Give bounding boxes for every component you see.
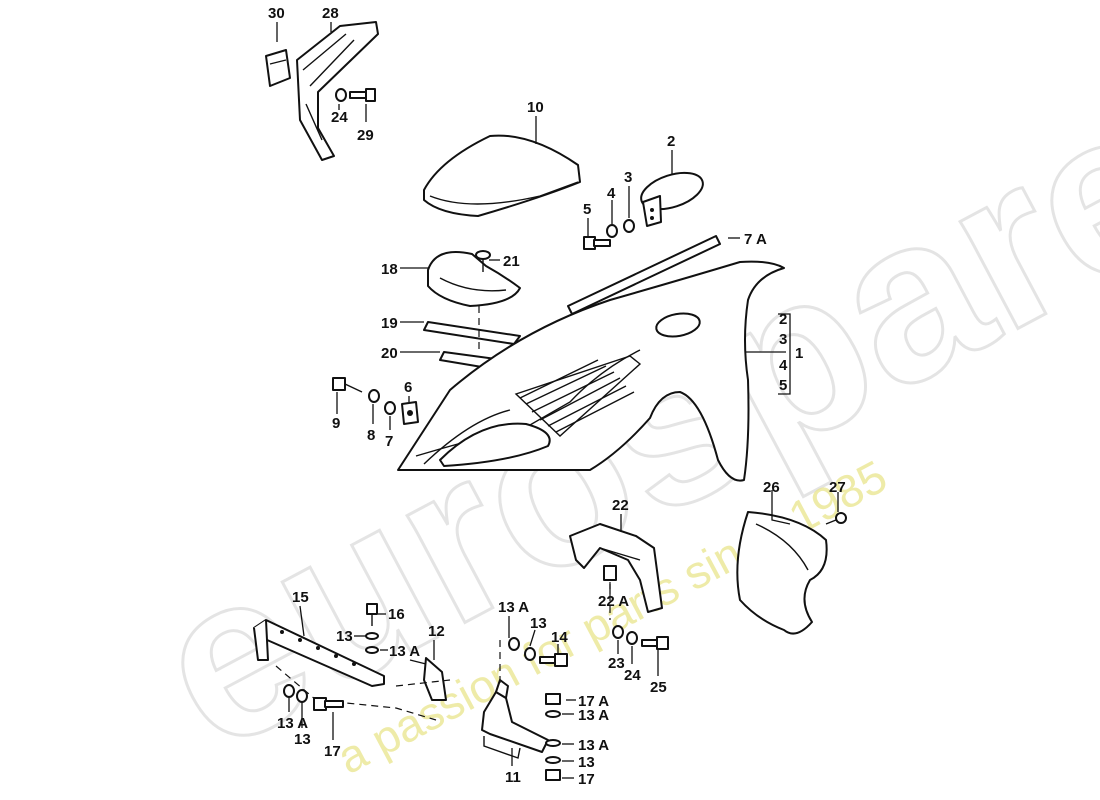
part-13-washer-e [545, 756, 561, 764]
callout-10: 10 [527, 99, 544, 116]
callout-11: 11 [505, 769, 521, 786]
part-1-front-fender [397, 260, 785, 482]
callout-12: 12 [428, 623, 445, 640]
part-17-bolt-left [313, 697, 344, 711]
part-27-screw [825, 512, 847, 525]
callout-29: 29 [357, 127, 374, 144]
part-13-washer-left [296, 689, 308, 703]
part-13-washer-b [524, 647, 536, 661]
callout-13-left: 13 [294, 731, 311, 748]
part-21-screw [475, 250, 491, 272]
part-13A-washer-left [283, 684, 295, 698]
part-22A-grommet [603, 565, 617, 581]
part-19-shim [423, 321, 521, 345]
part-7-washer [384, 401, 396, 415]
callout-19: 19 [381, 315, 398, 332]
part-25-bolt [641, 636, 669, 650]
callout-13-right: 13 [578, 754, 595, 771]
callout-22A: 22 A [598, 593, 629, 610]
callout-9: 9 [332, 415, 340, 432]
callout-17-left: 17 [324, 743, 341, 760]
callout-7: 7 [385, 433, 393, 450]
part-24-washer [626, 631, 638, 645]
part-13A-washer-a [508, 637, 520, 651]
assembly-line-12 [395, 679, 451, 687]
part-28-trim-strip [296, 21, 379, 161]
part-17-bolt-lower [545, 769, 561, 781]
leader-lines [276, 22, 839, 779]
part-5-screw [583, 236, 611, 250]
part-16-screw [366, 603, 378, 626]
part-23-washer [612, 625, 624, 639]
callout-bracket-4: 4 [779, 357, 788, 374]
callout-7A: 7 A [744, 231, 767, 248]
callout-6: 6 [404, 379, 412, 396]
callout-21: 21 [503, 253, 520, 270]
part-18-bracket-plate [427, 251, 521, 307]
part-24-washer-top [335, 88, 347, 102]
callout-17A: 17 A [578, 693, 609, 710]
callout-15: 15 [292, 589, 309, 606]
part-7A-seal-strip [567, 235, 721, 315]
part-22-bracket [569, 523, 663, 613]
callout-8: 8 [367, 427, 375, 444]
part-30-clip [265, 49, 291, 87]
part-10-cover-lid [423, 134, 581, 217]
callout-13A-mid: 13 A [389, 643, 420, 660]
callout-labels: 30 28 24 29 10 2 3 4 5 7 A 21 18 19 20 9… [268, 5, 846, 788]
callout-13A-top-right: 13 A [498, 599, 529, 616]
callout-23: 23 [608, 655, 625, 672]
callout-20: 20 [381, 345, 398, 362]
part-17A-nut [545, 693, 561, 705]
callout-3-top: 3 [624, 169, 632, 186]
part-13A-washer-d [545, 739, 561, 747]
callout-5-top: 5 [583, 201, 591, 218]
callout-17-right: 17 [578, 771, 595, 788]
callout-bracket-2: 2 [779, 311, 787, 328]
callout-2-top: 2 [667, 133, 675, 150]
part-29-screw-top [349, 88, 376, 102]
callout-28: 28 [322, 5, 339, 22]
assembly-line-15-11 [275, 665, 437, 721]
part-15-support-rail [253, 619, 385, 687]
callout-14: 14 [551, 629, 568, 646]
callout-13A-right-2: 13 A [578, 737, 609, 754]
part-9-bolt [332, 377, 363, 393]
callout-13A-right-1: 13 A [578, 707, 609, 724]
callout-24-bottom: 24 [624, 667, 641, 684]
callout-18: 18 [381, 261, 398, 278]
part-6-clip-nut [401, 401, 419, 425]
part-26-wheelhouse-liner [736, 511, 828, 635]
callout-27: 27 [829, 479, 846, 496]
callout-25: 25 [650, 679, 667, 696]
part-14-bolt [539, 653, 568, 667]
callout-bracket-5: 5 [779, 377, 787, 394]
callout-4-top: 4 [607, 185, 616, 202]
callout-13-top-right: 13 [530, 615, 547, 632]
part-4-spring-washer [606, 224, 618, 238]
part-13A-washer-c [545, 710, 561, 718]
part-3-washer [623, 219, 635, 233]
callout-22: 22 [612, 497, 629, 514]
callout-24-top: 24 [331, 109, 348, 126]
callout-bracket-3: 3 [779, 331, 787, 348]
part-2-filler-cap [640, 171, 704, 227]
callout-16: 16 [388, 606, 405, 623]
callout-30: 30 [268, 5, 285, 22]
part-12-bracket [409, 657, 447, 701]
part-8-washer [368, 389, 380, 403]
callout-1: 1 [795, 345, 803, 362]
callout-26: 26 [763, 479, 780, 496]
callout-13-mid: 13 [336, 628, 353, 645]
callout-13A-left: 13 A [277, 715, 308, 732]
